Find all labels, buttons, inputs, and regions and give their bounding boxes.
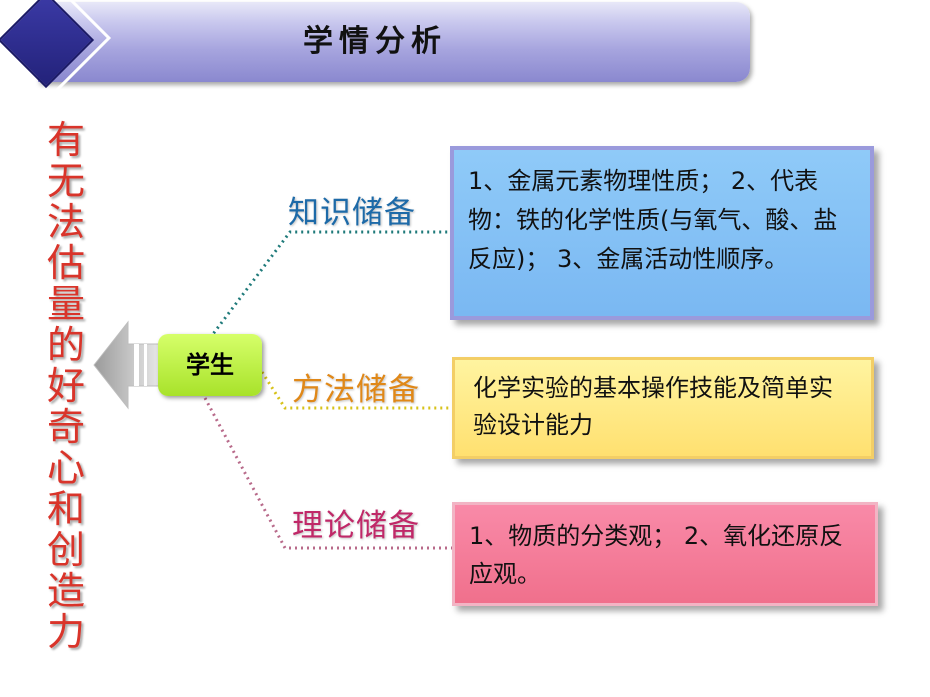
slogan-char: 无 — [46, 159, 85, 203]
vertical-slogan: 有 无 法 估 量 的 好 奇 心 和 创 造 力 — [44, 120, 88, 653]
slogan-char: 的 — [46, 323, 85, 367]
slogan-char: 心 — [46, 446, 85, 490]
slogan-char: 好 — [46, 364, 85, 408]
knowledge-reserve-label: 知识储备 — [288, 195, 416, 231]
slogan-char: 力 — [46, 610, 85, 654]
theory-reserve-card: 1、物质的分类观； 2、氧化还原反应观。 — [452, 502, 878, 606]
slogan-char: 创 — [46, 528, 85, 572]
slogan-char: 法 — [46, 200, 85, 244]
slogan-char: 量 — [46, 282, 85, 326]
method-reserve-label: 方法储备 — [292, 372, 420, 408]
slogan-char: 和 — [46, 487, 85, 531]
slogan-char: 奇 — [46, 405, 85, 449]
slogan-char: 估 — [46, 241, 85, 285]
theory-reserve-label: 理论储备 — [292, 508, 420, 544]
method-reserve-card: 化学实验的基本操作技能及简单实验设计能力 — [452, 357, 874, 459]
slogan-char: 有 — [46, 118, 85, 162]
title-banner — [38, 2, 750, 82]
knowledge-reserve-card: 1、金属元素物理性质； 2、代表物：铁的化学性质(与氧气、酸、盐反应)； 3、金… — [450, 146, 874, 320]
student-node: 学生 — [158, 334, 262, 396]
slogan-char: 造 — [46, 569, 85, 613]
page-title: 学情分析 — [303, 24, 447, 59]
